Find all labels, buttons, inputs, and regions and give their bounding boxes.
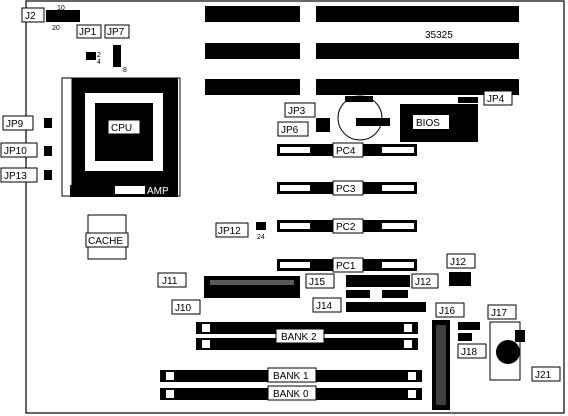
board-outline [25, 0, 565, 414]
label-bios: BIOS [416, 118, 440, 129]
svg-text:20: 20 [52, 25, 60, 32]
jp7-jumper: 8 [113, 45, 127, 74]
label-cpu: CPU [111, 123, 132, 134]
j2-header: 10 20 [46, 5, 80, 32]
label-j2: J2 [25, 11, 36, 22]
memory-banks: BANK 2 BANK 1 BANK 0 [160, 322, 422, 401]
label-jp7: JP7 [107, 27, 125, 38]
label-j10: J10 [175, 303, 192, 314]
label-jp1: JP1 [79, 27, 97, 38]
label-cache: CACHE [88, 236, 123, 247]
isa-slots [205, 6, 519, 95]
cache-module: CACHE [85, 214, 129, 260]
svg-text:24: 24 [257, 234, 265, 241]
label-j15: J15 [309, 277, 326, 288]
cpu-socket: CPU AMP [61, 77, 181, 197]
pci-slots: PC4 PC3 PC2 PC1 [277, 142, 417, 273]
svg-text:8: 8 [123, 67, 127, 74]
bios-chip: BIOS [400, 104, 478, 142]
label-pc1: PC1 [336, 261, 356, 272]
label-jp6: JP6 [281, 125, 299, 136]
svg-text:10: 10 [57, 5, 65, 12]
vertical-header [432, 320, 450, 410]
label-jp12: JP12 [218, 226, 241, 237]
board-number: 35325 [425, 30, 453, 41]
jp1-jumper: 2 4 [86, 52, 101, 66]
label-j11: J11 [162, 276, 178, 287]
svg-text:2: 2 [97, 52, 101, 59]
label-bank2: BANK 2 [281, 332, 317, 343]
label-jp4: JP4 [487, 94, 505, 105]
label-jp3: JP3 [288, 106, 306, 117]
label-j16: J16 [439, 306, 456, 317]
label-jp10: JP10 [4, 146, 27, 157]
label-bank1: BANK 1 [273, 371, 309, 382]
label-j14: J14 [316, 301, 333, 312]
label-j12: J12 [450, 257, 467, 268]
label-j21: J21 [535, 370, 552, 381]
label-bank0: BANK 0 [273, 389, 309, 400]
label-pc2: PC2 [336, 222, 356, 233]
label-j18: J18 [461, 347, 478, 358]
label-pc3: PC3 [336, 184, 356, 195]
label-j12b: J12 [415, 277, 432, 288]
label-amp: AMP [147, 186, 169, 197]
keyboard-connector [489, 321, 525, 381]
svg-text:4: 4 [97, 59, 101, 66]
label-jp9: JP9 [6, 119, 24, 130]
label-j17: J17 [491, 308, 508, 319]
battery [337, 95, 390, 141]
label-jp13: JP13 [4, 171, 27, 182]
label-pc4: PC4 [336, 146, 356, 157]
